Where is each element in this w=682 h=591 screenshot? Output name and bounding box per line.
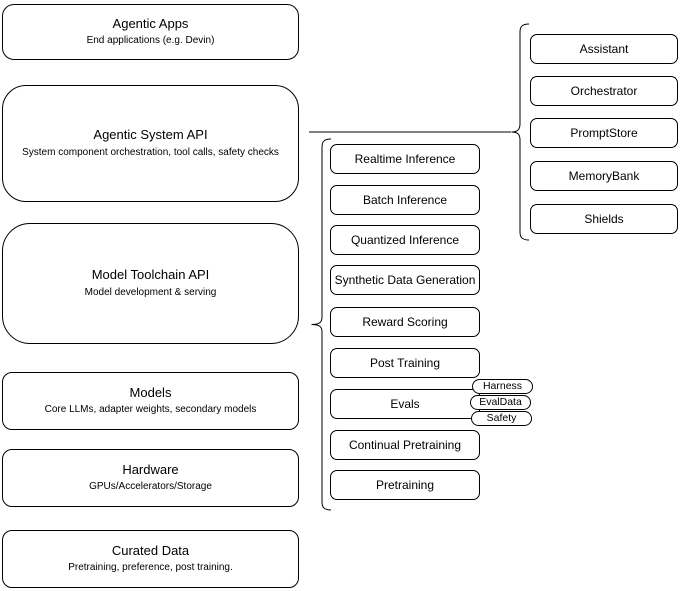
model-toolchain-api-box: Model Toolchain API Model development & … xyxy=(2,223,299,344)
box-subtitle: Model development & serving xyxy=(84,286,217,298)
system-component-memorybank: MemoryBank xyxy=(530,161,678,191)
toolchain-item-synthetic-data-generation: Synthetic Data Generation xyxy=(330,265,480,295)
system-component-assistant: Assistant xyxy=(530,34,678,64)
toolchain-item-pretraining: Pretraining xyxy=(330,470,480,500)
system-component-label: PromptStore xyxy=(570,126,638,140)
toolchain-item-reward-scoring: Reward Scoring xyxy=(330,307,480,337)
evals-tag-harness: Harness xyxy=(472,379,533,394)
agentic-apps-box: Agentic Apps End applications (e.g. Devi… xyxy=(2,4,299,60)
box-subtitle: Pretraining, preference, post training. xyxy=(68,562,233,574)
toolchain-item-post-training: Post Training xyxy=(330,348,480,378)
models-box: Models Core LLMs, adapter weights, secon… xyxy=(2,372,299,430)
box-title: Agentic System API xyxy=(93,127,208,143)
toolchain-item-label: Quantized Inference xyxy=(350,233,460,247)
evals-tag-label: EvalData xyxy=(479,396,522,409)
box-subtitle: System component orchestration, tool cal… xyxy=(22,146,279,158)
toolchain-item-batch-inference: Batch Inference xyxy=(330,185,480,215)
system-component-label: Shields xyxy=(584,212,624,226)
toolchain-item-label: Continual Pretraining xyxy=(348,438,462,452)
box-title: Agentic Apps xyxy=(112,15,189,31)
system-component-shields: Shields xyxy=(530,204,678,234)
box-subtitle: End applications (e.g. Devin) xyxy=(86,35,215,47)
toolchain-item-label: Batch Inference xyxy=(362,193,448,207)
system-component-label: Assistant xyxy=(579,42,629,56)
system-component-orchestrator: Orchestrator xyxy=(530,76,678,106)
box-title: Hardware xyxy=(122,461,179,477)
toolchain-item-label: Post Training xyxy=(369,356,441,370)
evals-tag-label: Harness xyxy=(482,380,523,393)
box-subtitle: GPUs/Accelerators/Storage xyxy=(89,481,212,493)
curated-data-box: Curated Data Pretraining, preference, po… xyxy=(2,530,299,588)
toolchain-item-label: Pretraining xyxy=(375,478,435,492)
toolchain-item-label: Realtime Inference xyxy=(354,152,456,166)
hardware-box: Hardware GPUs/Accelerators/Storage xyxy=(2,449,299,507)
evals-tag-safety: Safety xyxy=(471,411,532,426)
toolchain-item-label: Synthetic Data Generation xyxy=(334,273,476,287)
toolchain-item-label: Reward Scoring xyxy=(362,315,448,329)
system-components-brace xyxy=(511,23,530,241)
evals-tag-evaldata: EvalData xyxy=(470,395,531,410)
system-component-label: Orchestrator xyxy=(570,84,638,98)
system-component-promptstore: PromptStore xyxy=(530,118,678,148)
toolchain-item-quantized-inference: Quantized Inference xyxy=(330,225,480,255)
box-title: Models xyxy=(129,384,172,400)
box-title: Curated Data xyxy=(111,542,190,558)
box-subtitle: Core LLMs, adapter weights, secondary mo… xyxy=(44,404,257,416)
toolchain-item-realtime-inference: Realtime Inference xyxy=(330,144,480,174)
box-title: Model Toolchain API xyxy=(91,267,210,283)
agentic-system-api-box: Agentic System API System component orch… xyxy=(2,85,299,202)
toolchain-item-continual-pretraining: Continual Pretraining xyxy=(330,430,480,460)
toolchain-item-label: Evals xyxy=(390,397,420,411)
toolchain-item-evals: Evals xyxy=(330,389,480,419)
system-component-label: MemoryBank xyxy=(568,169,640,183)
toolchain-brace xyxy=(311,138,332,511)
evals-tag-label: Safety xyxy=(486,412,517,425)
